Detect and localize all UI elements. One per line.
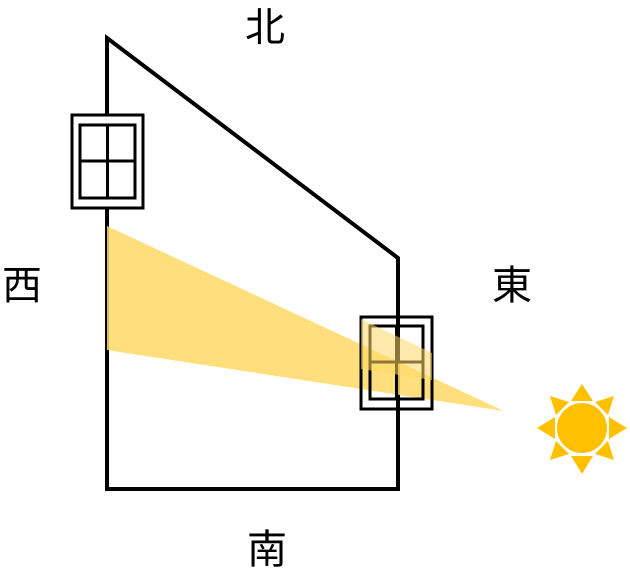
direction-north-label: 北 bbox=[245, 5, 285, 51]
direction-south-label: 南 bbox=[247, 527, 287, 573]
direction-east-label: 東 bbox=[492, 263, 532, 309]
sun-icon bbox=[537, 384, 627, 474]
direction-west-label: 西 bbox=[2, 263, 42, 309]
sunlight-beam-overlay bbox=[361, 319, 432, 380]
west-window-icon bbox=[70, 113, 145, 210]
